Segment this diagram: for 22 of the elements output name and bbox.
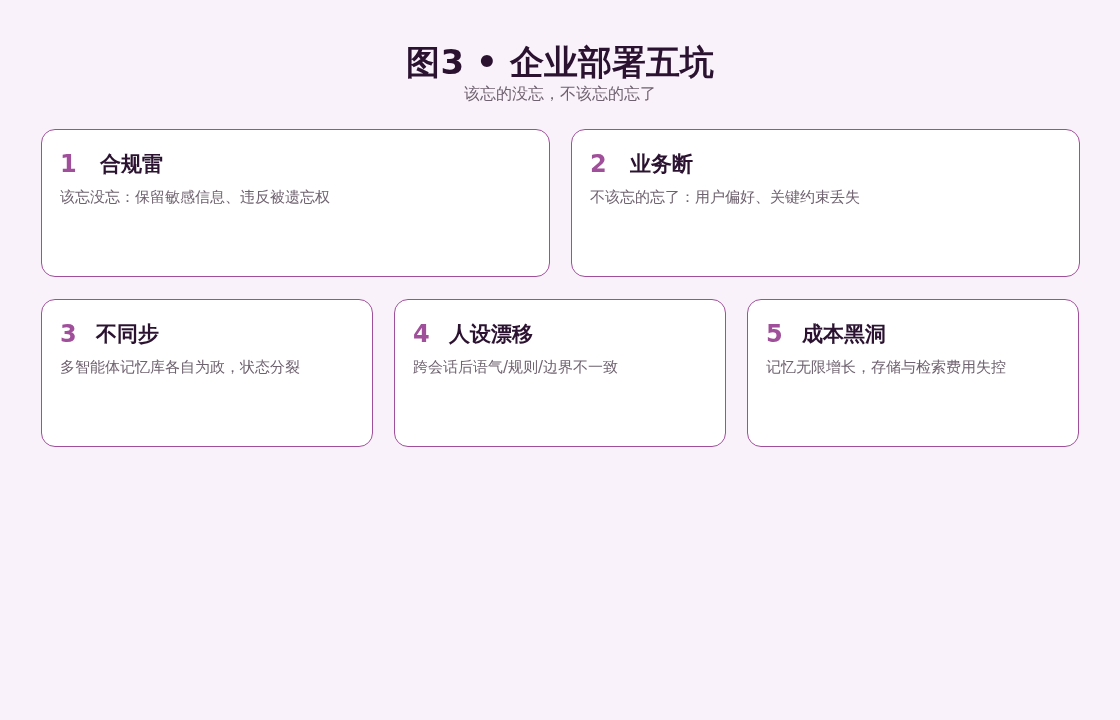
- card: [41, 299, 373, 447]
- card-description: 该忘没忘：保留敏感信息、违反被遗忘权: [60, 188, 330, 207]
- card-description: 不该忘的忘了：用户偏好、关键约束丢失: [590, 188, 860, 207]
- card: [41, 129, 550, 277]
- card-description: 记忆无限增长，存储与检索费用失控: [766, 358, 1006, 377]
- card-number: 3: [60, 320, 77, 348]
- card-number: 5: [766, 320, 783, 348]
- card-description: 跨会话后语气/规则/边界不一致: [413, 358, 619, 377]
- card-heading: 不同步: [96, 321, 159, 348]
- subtitle: 该忘的没忘，不该忘的忘了: [464, 84, 656, 103]
- card: [394, 299, 726, 447]
- card-number: 4: [413, 320, 430, 348]
- card-description: 多智能体记忆库各自为政，状态分裂: [60, 358, 300, 377]
- card-heading: 合规雷: [100, 151, 163, 178]
- card-heading: 业务断: [630, 151, 693, 178]
- card-heading: 人设漂移: [449, 321, 533, 348]
- title: 图3 • 企业部署五坑: [406, 42, 714, 82]
- card: [747, 299, 1079, 447]
- card-number: 2: [590, 150, 607, 178]
- card-heading: 成本黑洞: [802, 321, 886, 348]
- card: [571, 129, 1080, 277]
- card-number: 1: [60, 150, 77, 178]
